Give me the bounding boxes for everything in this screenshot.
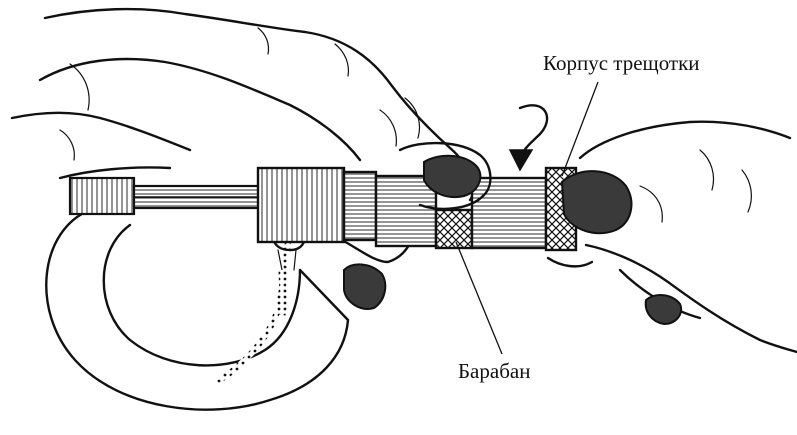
ratchet-housing-label: Корпус трещотки bbox=[543, 51, 700, 75]
right-hand bbox=[548, 122, 797, 352]
thimble-label: Барабан bbox=[458, 359, 530, 383]
thimble-leader bbox=[456, 242, 502, 354]
micrometer-body bbox=[70, 168, 576, 250]
rotation-arrow bbox=[510, 105, 547, 170]
ratchet-housing-leader bbox=[562, 82, 598, 176]
